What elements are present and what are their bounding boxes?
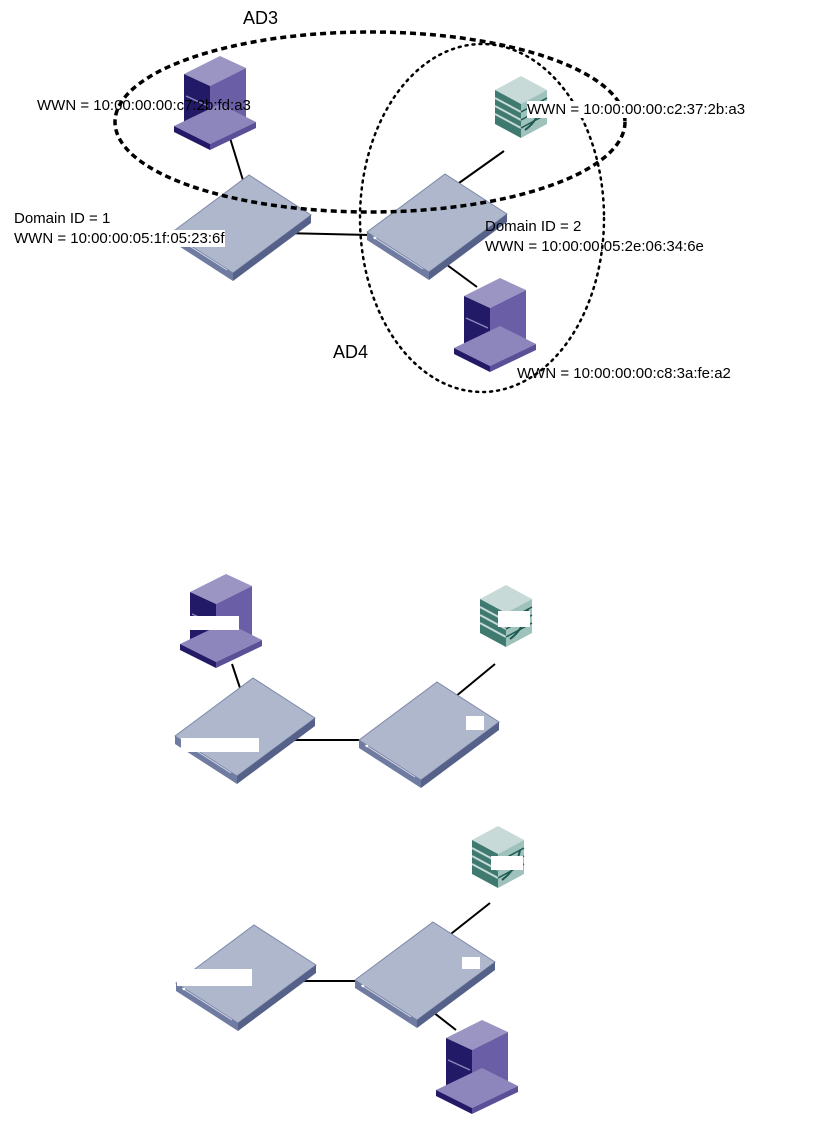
link-storage-switch2 <box>446 902 491 938</box>
switch1-icon <box>174 677 316 785</box>
label-mask <box>181 738 259 752</box>
zone-ad4-label: AD4 <box>333 342 369 362</box>
link-storage-switch2 <box>458 150 505 184</box>
host-ad3-wwn-label: WWN = 10:00:00:00:c7:2b:fd:a3 <box>37 97 251 114</box>
switch1-domain-label: Domain ID = 1 <box>14 210 111 227</box>
switch1-wwn-label: WWN = 10:00:00:05:1f:05:23:6f <box>14 230 225 247</box>
zone-ad3-label: AD3 <box>243 8 279 28</box>
top-diagram <box>113 30 627 394</box>
switch2-domain-label: Domain ID = 2 <box>485 218 582 235</box>
label-mask <box>177 969 252 986</box>
switch2-wwn-label: WWN = 10:00:00:05:2e:06:34:6e <box>485 238 704 255</box>
zone-ad4-ellipse <box>358 42 606 394</box>
storage-wwn-label: WWN = 10:00:00:00:c2:37:2b:a3 <box>527 101 746 118</box>
label-mask <box>491 856 523 870</box>
host-icon <box>435 1019 519 1115</box>
host-ad4-wwn-label: WWN = 10:00:00:00:c8:3a:fe:a2 <box>517 365 731 382</box>
label-mask <box>184 616 239 630</box>
label-mask <box>462 957 480 969</box>
link-switch2-host2 <box>442 261 478 288</box>
middle-diagram <box>174 573 533 789</box>
switch2-icon <box>354 921 496 1029</box>
zone-ad3-ellipse <box>113 30 627 214</box>
switch1-icon <box>170 174 312 282</box>
switch2-icon <box>358 681 500 789</box>
label-mask <box>498 611 530 627</box>
bottom-diagram <box>175 825 525 1115</box>
host-ad4-icon <box>453 277 537 373</box>
label-mask <box>466 716 484 730</box>
link-storage-switch2 <box>454 663 496 698</box>
